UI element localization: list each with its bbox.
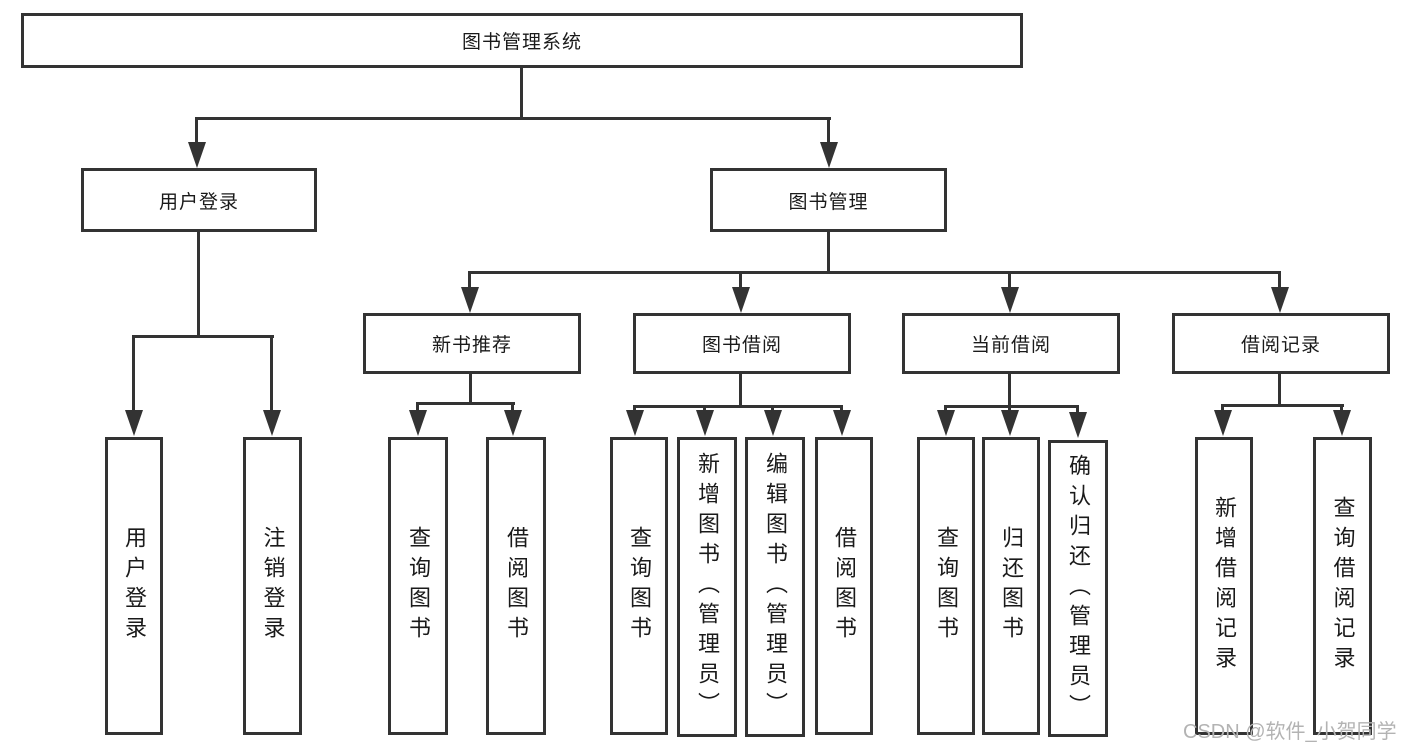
leaf-label: 归还图书 [999,526,1024,646]
connector-line [703,405,706,413]
node-label: 图书管理系统 [461,32,582,53]
leaf-records-add-record: 新增借阅记录 [1195,437,1253,735]
connector-line [1278,271,1281,291]
connector-line [1008,374,1011,407]
leaf-label: 查询图书 [934,526,959,646]
leaf-label: 查询借阅记录 [1330,496,1356,676]
node-label: 当前借阅 [970,335,1051,356]
leaf-logout: 注销登录 [243,437,302,735]
arrowhead [833,410,851,436]
connector-line [132,335,135,412]
leaf-label: 编辑图书（管理员） [763,452,788,722]
leaf-label: 借阅图书 [832,526,857,646]
connector-line [1221,404,1224,413]
arrowhead [764,410,782,436]
connector-line [195,117,198,146]
connector-line [520,68,523,118]
arrowhead [1001,287,1019,313]
connector-line [635,405,843,408]
node-label: 借阅记录 [1240,335,1321,356]
arrowhead [820,142,838,168]
connector-line [771,405,774,413]
connector-line [418,402,515,405]
node-current-borrow: 当前借阅 [902,313,1120,374]
arrowhead [1001,410,1019,436]
connector-line [470,271,1280,274]
node-label: 新书推荐 [431,335,512,356]
connector-line [1008,405,1011,413]
leaf-borrow-query-books: 查询图书 [610,437,668,735]
node-label: 图书管理 [788,191,869,213]
arrowhead [188,142,206,168]
leaf-label: 用户登录 [122,526,147,646]
arrowhead [1069,412,1087,438]
leaf-user-login: 用户登录 [105,437,163,735]
connector-line [944,405,947,413]
leaf-current-return-books: 归还图书 [982,437,1040,735]
arrowhead [409,410,427,436]
connector-line [1008,271,1011,291]
leaf-label: 查询图书 [627,526,652,646]
connector-line [1076,405,1079,413]
node-user-login: 用户登录 [81,168,317,232]
connector-line [827,117,830,146]
connector-line [270,335,273,412]
connector-line [468,271,471,291]
connector-line [134,335,274,338]
leaf-label: 借阅图书 [504,526,529,646]
node-new-book-recommend: 新书推荐 [363,313,581,374]
leaf-current-confirm-return-admin: 确认归还（管理员） [1048,440,1108,737]
arrowhead [1214,410,1232,436]
arrowhead [626,410,644,436]
arrowhead [732,287,750,313]
connector-line [1340,404,1343,413]
leaf-label: 查询图书 [406,526,431,646]
leaf-label: 确认归还（管理员） [1066,453,1091,724]
arrowhead [1333,410,1351,436]
leaf-label: 新增图书（管理员） [695,452,720,722]
connector-line [739,374,742,407]
arrowhead [461,287,479,313]
connector-line [633,405,636,413]
connector-line [197,232,200,336]
leaf-recommend-borrow-books: 借阅图书 [486,437,546,735]
arrowhead [263,410,281,436]
connector-line [511,402,514,412]
leaf-records-query-record: 查询借阅记录 [1313,437,1372,735]
node-root: 图书管理系统 [21,13,1023,68]
leaf-label: 新增借阅记录 [1212,496,1237,676]
leaf-label: 注销登录 [260,526,286,646]
connector-line [1278,374,1281,406]
connector-line [840,405,843,413]
node-book-borrow: 图书借阅 [633,313,851,374]
leaf-borrow-borrow-books: 借阅图书 [815,437,873,735]
leaf-borrow-edit-books-admin: 编辑图书（管理员） [745,437,805,737]
node-label: 图书借阅 [701,335,782,356]
leaf-borrow-add-books-admin: 新增图书（管理员） [677,437,737,737]
connector-line [197,117,831,120]
arrowhead [937,410,955,436]
node-book-management: 图书管理 [710,168,947,232]
arrowhead [504,410,522,436]
connector-line [946,405,1079,408]
leaf-current-query-books: 查询图书 [917,437,975,735]
connector-line [739,271,742,291]
arrowhead [1271,287,1289,313]
csdn-watermark: CSDN @软件_小贺同学 [1183,721,1397,743]
connector-line [469,374,472,404]
connector-line [1223,404,1344,407]
arrowhead [125,410,143,436]
leaf-recommend-query-books: 查询图书 [388,437,448,735]
connector-line [827,232,830,273]
node-label: 用户登录 [158,191,239,213]
connector-line [416,402,419,412]
arrowhead [696,410,714,436]
node-borrow-records: 借阅记录 [1172,313,1390,374]
